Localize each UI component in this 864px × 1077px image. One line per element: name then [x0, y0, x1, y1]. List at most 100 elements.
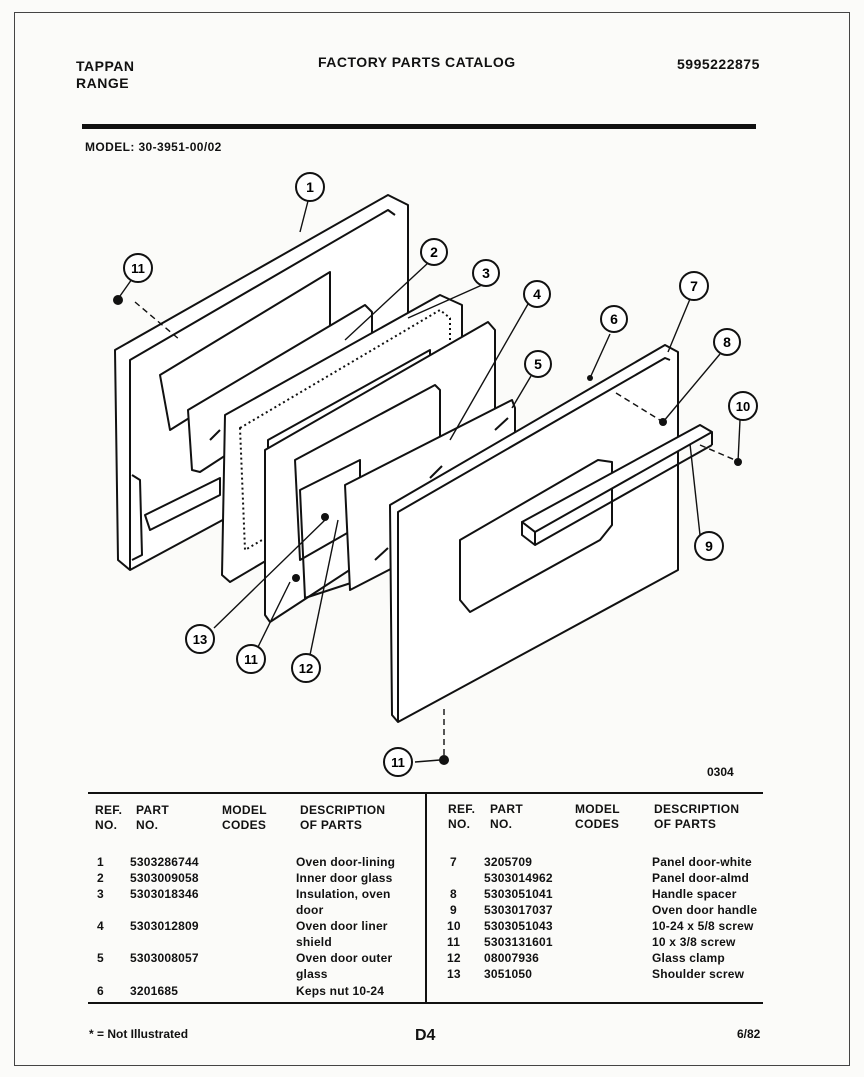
right-row-2-desc: Panel door-almd — [652, 871, 750, 885]
left-row-3-desc-2: door — [296, 903, 324, 917]
right-row-4-desc: Oven door handle — [652, 903, 758, 917]
brand-block: TAPPAN RANGE — [76, 58, 134, 92]
table-top-rule — [88, 792, 763, 794]
right-row-6-ref: 11 — [447, 935, 461, 949]
left-row-5-desc-2: glass — [296, 967, 328, 981]
left-row-3-desc-1: Insulation, oven — [296, 887, 391, 901]
left-row-4-desc-2: shield — [296, 935, 332, 949]
figure-code: 0304 — [707, 765, 734, 779]
callout-11c: 11 — [383, 747, 413, 777]
left-row-1-part: 5303286744 — [130, 855, 199, 869]
right-row-8-part: 3051050 — [484, 967, 533, 981]
right-row-5-desc: 10-24 x 5/8 screw — [652, 919, 754, 933]
left-row-1-desc: Oven door-lining — [296, 855, 396, 869]
right-row-1-desc: Panel door-white — [652, 855, 752, 869]
callout-5: 5 — [524, 350, 552, 378]
footnote-not-illustrated: * = Not Illustrated — [89, 1027, 189, 1041]
left-row-5-part: 5303008057 — [130, 951, 199, 965]
callout-13: 13 — [185, 624, 215, 654]
right-row-8-ref: 13 — [447, 967, 461, 981]
svg-text:4: 4 — [533, 286, 541, 302]
left-row-2-ref: 2 — [97, 871, 104, 885]
header-ref-left: REF.NO. — [95, 803, 123, 832]
callout-11a: 11 — [123, 253, 153, 283]
brand-line-1: TAPPAN — [76, 58, 135, 74]
catalog-number: 5995222875 — [677, 56, 760, 72]
callout-6: 6 — [600, 305, 628, 333]
left-row-4-desc-1: Oven door liner — [296, 919, 388, 933]
page-border — [14, 12, 850, 1066]
exploded-door-diagram: 1 2 3 4 5 6 7 8 9 10 11 11 11 12 13 — [113, 172, 758, 777]
left-row-6-part: 3201685 — [130, 984, 179, 998]
right-row-7-ref: 12 — [447, 951, 461, 965]
callouts: 1 2 3 4 5 6 7 8 9 10 11 11 11 12 13 — [123, 172, 758, 777]
header-divider — [82, 124, 756, 129]
right-row-7-desc: Glass clamp — [652, 951, 725, 965]
right-row-1-part: 3205709 — [484, 855, 533, 869]
callout-11b: 11 — [236, 644, 266, 674]
right-row-8-desc: Shoulder screw — [652, 967, 745, 981]
table-mid-rule — [425, 794, 427, 1002]
left-row-6-desc: Keps nut 10-24 — [296, 984, 385, 998]
right-row-5-part: 5303051043 — [484, 919, 553, 933]
callout-9: 9 — [694, 531, 724, 561]
svg-text:11: 11 — [391, 755, 405, 770]
catalog-date: 6/82 — [737, 1027, 761, 1041]
right-row-5-ref: 10 — [447, 919, 461, 933]
catalog-title: FACTORY PARTS CATALOG — [318, 54, 516, 70]
svg-text:10: 10 — [736, 399, 750, 414]
callout-7: 7 — [679, 271, 709, 301]
right-row-2-part: 5303014962 — [484, 871, 553, 885]
svg-text:11: 11 — [131, 261, 145, 276]
model-label: MODEL: 30-3951-00/02 — [85, 140, 222, 154]
page-number: D4 — [415, 1027, 436, 1044]
right-row-4-part: 5303017037 — [484, 903, 553, 917]
svg-text:1: 1 — [306, 179, 314, 195]
right-row-3-desc: Handle spacer — [652, 887, 737, 901]
left-row-4-ref: 4 — [97, 919, 104, 933]
right-row-3-ref: 8 — [450, 887, 457, 901]
callout-3: 3 — [472, 259, 500, 287]
left-row-3-part: 5303018346 — [130, 887, 199, 901]
right-row-6-desc: 10 x 3/8 screw — [652, 935, 736, 949]
door-handle-part — [521, 424, 713, 546]
svg-text:3: 3 — [482, 265, 490, 281]
callout-4: 4 — [523, 280, 551, 308]
right-row-1-ref: 7 — [450, 855, 457, 869]
callout-10: 10 — [728, 391, 758, 421]
leader-lines — [119, 200, 741, 763]
svg-text:11: 11 — [244, 652, 258, 667]
callout-1: 1 — [295, 172, 325, 202]
svg-text:6: 6 — [610, 311, 618, 327]
svg-text:5: 5 — [534, 356, 542, 372]
svg-text:7: 7 — [690, 278, 698, 294]
callout-12: 12 — [291, 653, 321, 683]
right-row-6-part: 5303131601 — [484, 935, 553, 949]
hardware — [113, 295, 742, 765]
callout-8: 8 — [713, 328, 741, 356]
svg-text:2: 2 — [430, 244, 438, 260]
left-row-2-desc: Inner door glass — [296, 871, 393, 885]
header-ref-right: REF.NO. — [448, 802, 476, 831]
left-row-4-part: 5303012809 — [130, 919, 199, 933]
svg-text:13: 13 — [193, 632, 207, 647]
callout-2: 2 — [420, 238, 448, 266]
left-row-5-ref: 5 — [97, 951, 104, 965]
left-row-5-desc-1: Oven door outer — [296, 951, 393, 965]
left-row-2-part: 5303009058 — [130, 871, 199, 885]
table-bottom-rule — [88, 1002, 763, 1004]
brand-line-2: RANGE — [76, 75, 130, 91]
left-row-3-ref: 3 — [97, 887, 104, 901]
right-row-4-ref: 9 — [450, 903, 457, 917]
svg-text:9: 9 — [705, 538, 713, 554]
right-row-3-part: 5303051041 — [484, 887, 553, 901]
svg-text:12: 12 — [299, 661, 313, 676]
svg-text:8: 8 — [723, 334, 731, 350]
